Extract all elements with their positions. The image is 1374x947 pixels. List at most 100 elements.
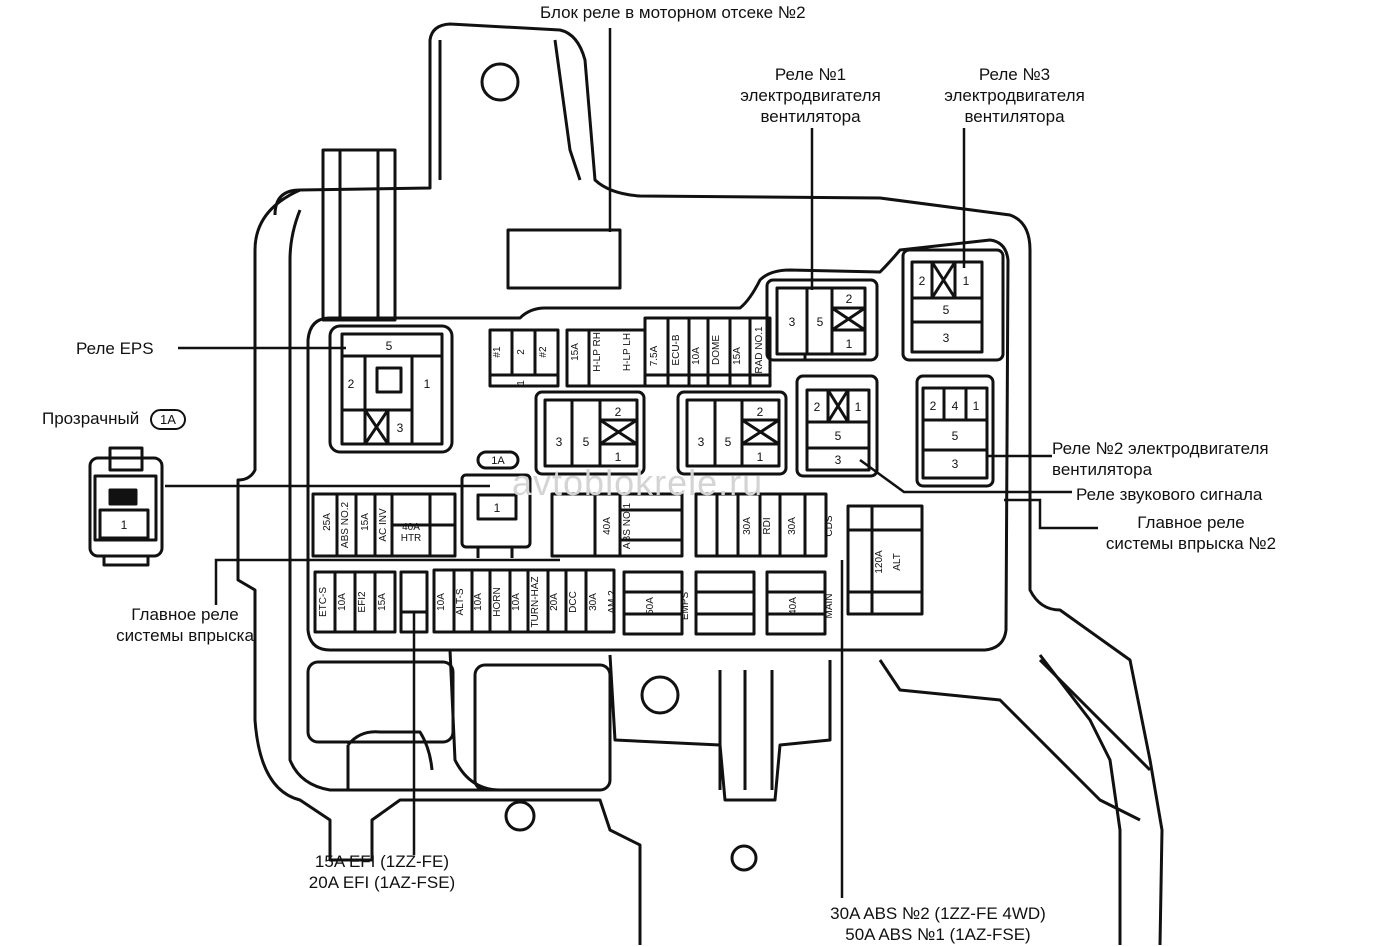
top-fuse-label-1: #1 [492, 346, 503, 358]
callout-fan-relay-3-line2: электродвигателя [944, 86, 1085, 105]
fuse-40a-main-block [765, 570, 827, 636]
fuse-50a-block [622, 570, 684, 636]
top-fuse-label-11: DOME [711, 335, 722, 365]
bm-label-30a: 30A [588, 593, 599, 611]
mount-hole-bottom [640, 675, 680, 715]
bm-label-turnhaz: TURN-HAZ [530, 576, 541, 627]
mid-label-absno1: ABS NO.1 [622, 503, 633, 550]
br-label-emps: EMPS [680, 592, 691, 621]
callout-efi-fuse: 15A EFI (1ZZ-FE) 20A EFI (1AZ-FSE) [282, 851, 482, 893]
ribs [718, 658, 1152, 790]
top-fuse-label-9: ECU-B [671, 334, 682, 365]
fan2-pin-2: 2 [930, 399, 937, 413]
fan1-pin-1: 1 [846, 337, 853, 351]
mid-label-cds: CDS [824, 515, 835, 536]
top-fuse-label-4: #2 [538, 346, 549, 358]
housing-inner [288, 209, 1141, 822]
callout-fan-relay-2-line2: вентилятора [1052, 460, 1153, 479]
eps-relay-body [340, 332, 444, 446]
fuse-1a-body [460, 473, 532, 549]
eps-pin-2: 2 [348, 377, 355, 391]
lower-port-left [306, 660, 455, 744]
fan1-pin-5: 5 [817, 315, 824, 329]
fan-relay-1-frame [765, 278, 879, 362]
bm-label-20a: 20A [549, 593, 560, 611]
fuse-1a-pin: 1 [494, 501, 501, 515]
top-fuse-label-7: H-LP LH [622, 333, 633, 371]
bm-label-10a-3: 10A [511, 593, 522, 611]
top-fuse-label-6: H-LP RH [592, 332, 603, 372]
connector-body [88, 456, 164, 558]
mount-hole-low [504, 800, 536, 832]
callout-transparent: Прозрачный 1A [42, 408, 186, 430]
fan3-pin-2: 2 [919, 274, 926, 288]
mid-label-rdi: RDI [762, 517, 773, 534]
mount-hole-right [730, 844, 758, 872]
fuse-1a-badge [476, 450, 520, 470]
fuse-120a-alt [846, 504, 924, 616]
relay-mid-left-frame [534, 390, 646, 476]
fan1-pin-3: 3 [789, 315, 796, 329]
callout-fan-relay-1: Реле №1 электродвигателя вентилятора [718, 64, 903, 127]
watermark: avtoblokrele.ru [512, 462, 764, 503]
bm-label-horn: HORN [492, 587, 503, 616]
fan2-pin-1: 1 [973, 399, 980, 413]
callout-efi-fuse-line1: 15A EFI (1ZZ-FE) [314, 852, 450, 871]
callout-abs-fuse-line1: 30A ABS №2 (1ZZ-FE 4WD) [830, 904, 1046, 923]
lower-port-mid [473, 663, 612, 792]
fan2-pin-4: 4 [952, 399, 959, 413]
alt-label-alt: ALT [892, 553, 903, 571]
lm-label-15a: 15A [360, 513, 371, 531]
fan3-pin-5: 5 [943, 303, 950, 317]
mid-label-30a-1: 30A [742, 517, 753, 535]
leader-efi-main [214, 558, 560, 605]
lm-label-htr: HTR [401, 533, 422, 544]
lm-label-acinv: AC INV [378, 508, 389, 542]
callout-efi-main-relay-line1: Главное реле [131, 605, 239, 624]
fuse-emps-block [694, 570, 756, 636]
callout-efi-main-relay-2: Главное реле системы впрыска №2 [1096, 512, 1286, 554]
br-label-main: MAIN [824, 594, 835, 619]
bl-label-efi2: EFI2 [357, 591, 368, 613]
bm-label-10a-1: 10A [436, 593, 447, 611]
bm-label-dcc: DCC [568, 591, 579, 613]
relay-mid-right-frame [676, 390, 788, 476]
eps-pin-3: 3 [397, 421, 404, 435]
cap-left [346, 730, 434, 790]
callout-fan-relay-3: Реле №3 электродвигателя вентилятора [922, 64, 1107, 127]
tab-left [321, 148, 397, 322]
connector-pin-1: 1 [121, 518, 128, 532]
leader-horn [859, 458, 1072, 494]
top-fuse-label-10: 10A [691, 347, 702, 365]
eps-pin-5: 5 [386, 339, 393, 353]
bm-label-alts: ALT-S [455, 588, 466, 615]
callout-fan-relay-2: Реле №2 электродвигателя вентилятора [1052, 438, 1269, 480]
horn-pin-3: 3 [835, 453, 842, 467]
callout-efi-fuse-line2: 20A EFI (1AZ-FSE) [308, 873, 456, 892]
fan1-pin-2: 2 [846, 292, 853, 306]
br-label-40a: 40A [788, 597, 799, 615]
mid-label-30a-2: 30A [787, 517, 798, 535]
top-fuse-1 [488, 328, 560, 388]
housing-outline [236, 22, 1164, 946]
midl-pin-3: 3 [556, 435, 563, 449]
top-fuse-label-8: 7.5A [649, 345, 660, 366]
leader-efi-main-2 [1004, 498, 1098, 530]
top-fuse-label-3: 1 [516, 380, 527, 386]
callout-fan-relay-1-line1: Реле №1 [774, 65, 847, 84]
midl-pin-2: 2 [615, 405, 622, 419]
top-fuse-label-5: 15A [570, 343, 581, 361]
fan2-pin-3: 3 [952, 457, 959, 471]
bl-label-15a: 15A [377, 593, 388, 611]
fan-relay-3-frame [901, 248, 1005, 362]
callout-relay-block-2: Блок реле в моторном отсеке №2 [540, 3, 806, 22]
fan3-pin-1: 1 [963, 274, 970, 288]
fan2-pin-5: 5 [952, 429, 959, 443]
callout-efi-main-relay-line2: системы впрыска [116, 626, 254, 645]
callout-fan-relay-2-line1: Реле №2 электродвигателя [1052, 439, 1269, 458]
midl-pin-5: 5 [583, 435, 590, 449]
lm-label-25a: 25A [322, 513, 333, 531]
horn-pin-5: 5 [835, 429, 842, 443]
eps-pin-1: 1 [424, 377, 431, 391]
